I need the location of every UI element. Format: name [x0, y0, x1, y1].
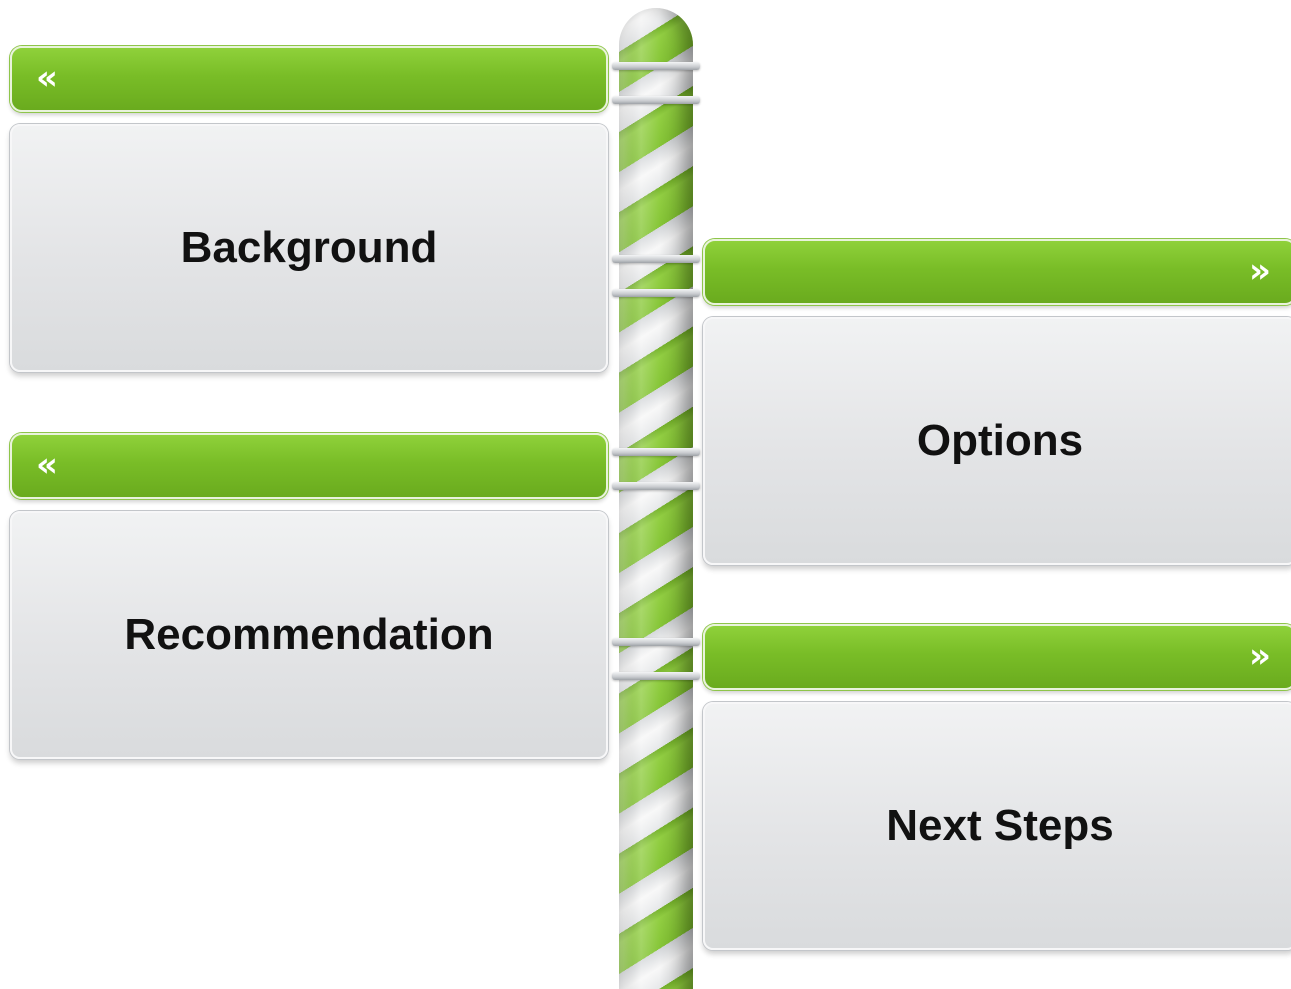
sign-bracket — [612, 638, 700, 646]
right-chevron-icon: » — [1249, 636, 1271, 676]
sign-panel-options: Options — [703, 317, 1291, 565]
sign-label-background: Background — [180, 223, 438, 272]
right-chevron-icon: » — [1249, 251, 1271, 291]
sign-bracket — [612, 96, 700, 104]
sign-bracket — [612, 672, 700, 680]
sign-header-background: « — [10, 46, 608, 112]
sign-panel-next-steps: Next Steps — [703, 702, 1291, 950]
sign-bracket — [612, 482, 700, 490]
left-chevron-icon: « — [36, 58, 58, 98]
sign-header-recommendation: « — [10, 433, 608, 499]
sign-bracket — [612, 62, 700, 70]
sign-label-options: Options — [916, 416, 1084, 465]
sign-panel-recommendation: Recommendation — [10, 511, 608, 759]
sign-label-recommendation: Recommendation — [124, 610, 494, 659]
sign-panel-background: Background — [10, 124, 608, 372]
sign-header-options: » — [703, 239, 1291, 305]
sign-label-next-steps: Next Steps — [886, 801, 1114, 850]
sign-bracket — [612, 448, 700, 456]
sign-header-next-steps: » — [703, 624, 1291, 690]
sign-bracket — [612, 255, 700, 263]
striped-signpost-pole — [619, 8, 693, 989]
left-chevron-icon: « — [36, 445, 58, 485]
sign-bracket — [612, 289, 700, 297]
